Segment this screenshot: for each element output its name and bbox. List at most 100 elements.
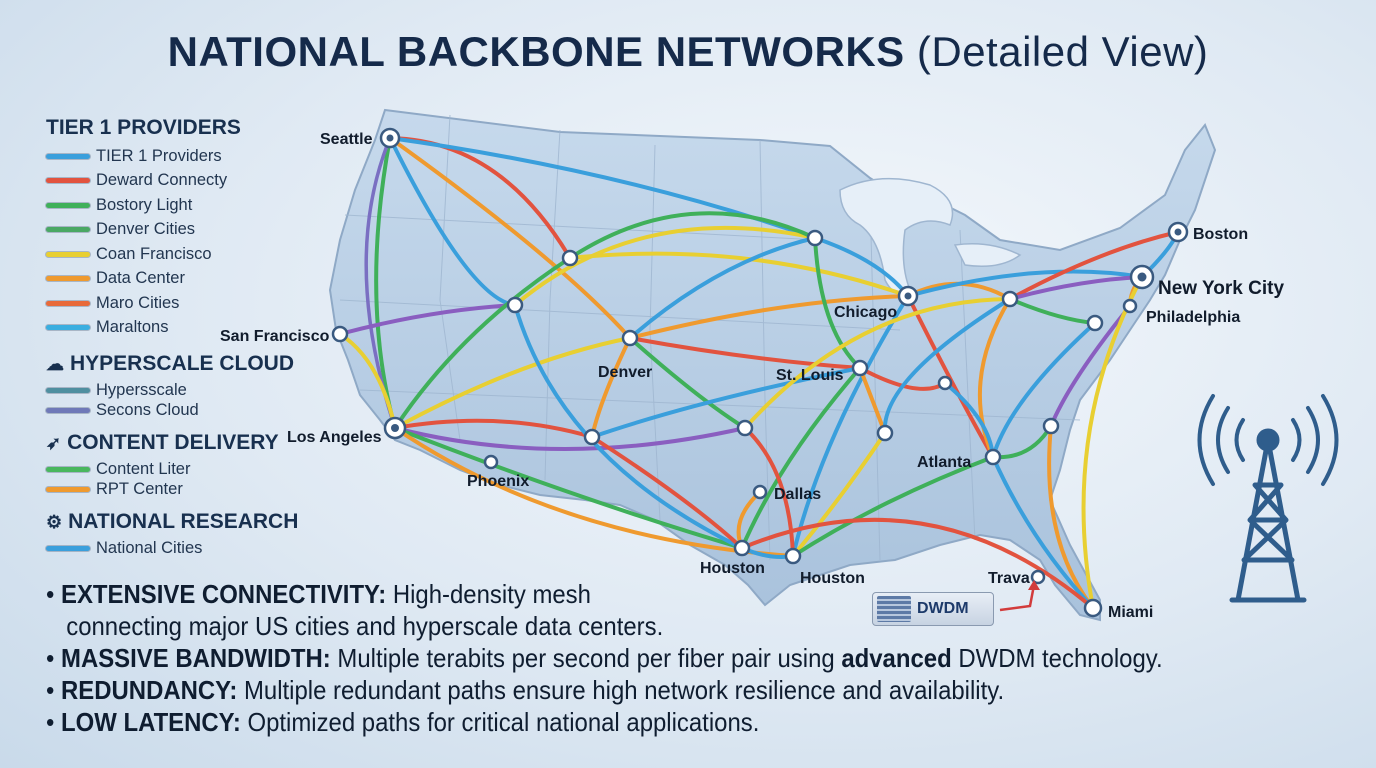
node-philadelphia[interactable] [1122, 298, 1138, 314]
node-dallas[interactable] [752, 484, 768, 500]
legend-swatch [46, 227, 90, 233]
label-trava: Trava [988, 570, 1030, 587]
legend-item-label: National Cities [96, 538, 203, 557]
node-houston-1[interactable] [733, 539, 751, 557]
legend-item: Denver Cities [46, 218, 336, 243]
legend-item-label: Maro Cities [96, 293, 180, 312]
dwdm-badge: DWDM [872, 592, 994, 626]
label-phoenix: Phoenix [467, 473, 529, 490]
node-phoenix[interactable] [483, 454, 499, 470]
state-borders [339, 114, 1081, 561]
label-dallas: Dallas [774, 486, 821, 503]
node-junction-7[interactable] [937, 375, 953, 391]
node-miami[interactable] [1083, 598, 1103, 618]
bullet-connectivity: • EXTENSIVE CONNECTIVITY: High-density m… [46, 579, 591, 609]
node-st-louis[interactable] [851, 359, 869, 377]
title-normal: (Detailed View) [916, 28, 1209, 75]
label-houston-1: Houston [700, 560, 765, 577]
legend-tier1-title: TIER 1 PROVIDERS [46, 116, 241, 139]
great-lakes [839, 177, 1022, 295]
dwdm-arrow-icon [999, 584, 1036, 612]
server-rack-icon [877, 596, 911, 622]
tower-icon [1197, 394, 1339, 603]
legend-item: Secons Cloud [46, 401, 336, 422]
label-st-louis: St. Louis [776, 367, 844, 384]
node-junction-2[interactable] [561, 249, 579, 267]
node-junction-5[interactable] [736, 419, 754, 437]
legend-research-heading: ⚙ NATIONAL RESEARCH [46, 510, 336, 534]
node-junction-4[interactable] [806, 229, 824, 247]
legend-item-label: RPT Center [96, 480, 183, 499]
label-seattle: Seattle [320, 131, 373, 148]
bullet-latency: • LOW LATENCY: Optimized paths for criti… [46, 707, 760, 737]
legend-item: Deward Connecty [46, 169, 336, 194]
legend-item-label: Secons Cloud [96, 401, 199, 420]
node-trava[interactable] [1030, 569, 1046, 585]
legend-item-label: TIER 1 Providers [96, 146, 222, 165]
label-houston-2: Houston [800, 570, 865, 587]
legend-item: National Cities [46, 538, 336, 559]
legend-swatch [46, 466, 90, 472]
legend-item: Data Center [46, 267, 336, 292]
node-san-francisco[interactable] [331, 325, 349, 343]
label-atlanta: Atlanta [917, 454, 971, 471]
legend-content-heading: ➶ CONTENT DELIVERY [46, 431, 336, 455]
node-junction-1[interactable] [506, 296, 524, 314]
bullet-head: REDUNDANCY: [61, 675, 238, 705]
label-chicago: Chicago [834, 304, 897, 321]
legend-item: TIER 1 Providers [46, 144, 336, 169]
node-junction-3[interactable] [583, 428, 601, 446]
legend-swatch [46, 408, 90, 414]
legend-research-title: NATIONAL RESEARCH [68, 510, 299, 533]
node-junction-10[interactable] [1086, 314, 1104, 332]
legend-swatch [46, 487, 90, 493]
cloud-icon: ☁ [46, 353, 64, 374]
fiber-links [338, 136, 1180, 610]
dwdm-label: DWDM [917, 600, 969, 617]
legend-item-label: Maraltons [96, 318, 169, 337]
bullet-text: Multiple terabits per second per fiber p… [330, 643, 842, 673]
bullet-text: Multiple redundant paths ensure high net… [237, 675, 1005, 705]
legend-item-label: Data Center [96, 269, 185, 288]
legend-item-label: Deward Connecty [96, 171, 228, 190]
bullet-connectivity-cont: connecting major US cities and hyperscal… [46, 610, 1242, 642]
bullet-emphasis: advanced [841, 643, 952, 673]
label-philadelphia: Philadelphia [1146, 309, 1240, 326]
legend-item: RPT Center [46, 480, 336, 501]
node-atlanta[interactable] [984, 448, 1002, 466]
legend-item-label: Coan Francisco [96, 244, 212, 263]
legend-item: Bostory Light [46, 193, 336, 218]
legend-cloud-title: HYPERSCALE CLOUD [70, 352, 295, 375]
node-junction-6[interactable] [876, 424, 894, 442]
legend-item-label: Bostory Light [96, 195, 193, 214]
rocket-icon: ➶ [46, 432, 62, 453]
node-denver[interactable] [621, 329, 639, 347]
legend-swatch [46, 387, 90, 393]
legend-research-list: National Cities [46, 538, 336, 559]
dwdm-arrow-head-icon [1028, 580, 1040, 590]
legend-swatch [46, 178, 90, 184]
legend-item: Maro Cities [46, 291, 336, 316]
legend-swatch [46, 153, 90, 159]
bullet-head: MASSIVE BANDWIDTH: [61, 643, 331, 673]
legend-item: Content Liter [46, 459, 336, 480]
city-nodes [331, 127, 1189, 618]
legend-item-label: Content Liter [96, 459, 191, 478]
hub-markers [386, 134, 1182, 432]
bullet-bandwidth: • MASSIVE BANDWIDTH: Multiple terabits p… [46, 643, 1163, 673]
bullet-redundancy: • REDUNDANCY: Multiple redundant paths e… [46, 675, 1005, 705]
node-junction-8[interactable] [1001, 290, 1019, 308]
legend-item-label: Hypersscale [96, 380, 187, 399]
legend-swatch [46, 545, 90, 551]
label-new-york-city: New York City [1158, 278, 1284, 299]
legend-swatch [46, 276, 90, 282]
feature-bullets: • EXTENSIVE CONNECTIVITY: High-density m… [46, 578, 1346, 738]
legend-swatch [46, 202, 90, 208]
us-land-shape [328, 108, 1217, 622]
node-houston-2[interactable] [784, 547, 802, 565]
node-junction-9[interactable] [1042, 417, 1060, 435]
bullet-text: High-density mesh [386, 579, 591, 609]
